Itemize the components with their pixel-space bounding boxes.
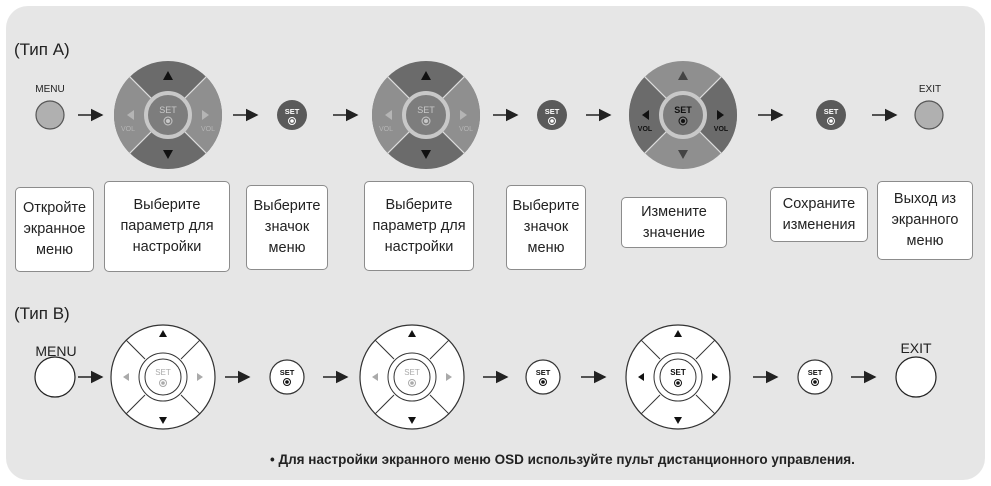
svg-text:SET: SET (155, 368, 171, 377)
dpad-outline-vol-active[interactable]: SET (625, 324, 731, 430)
vol-label: VOL (121, 126, 135, 133)
dpad-outline[interactable]: SET (110, 324, 216, 430)
svg-text:SET: SET (404, 368, 420, 377)
vol-label: VOL (714, 126, 729, 133)
step-open-menu: Откройте экранное меню (15, 187, 94, 272)
svg-text:SET: SET (545, 107, 560, 116)
svg-text:SET: SET (285, 107, 300, 116)
set-button[interactable]: SET (537, 100, 567, 130)
svg-text:SET: SET (670, 368, 686, 377)
vol-label: VOL (638, 126, 653, 133)
exit-button-b[interactable] (895, 356, 937, 398)
set-button[interactable]: SET (816, 100, 846, 130)
set-button-b[interactable]: SET (525, 359, 561, 395)
footnote: • Для настройки экранного меню OSD испол… (270, 452, 855, 467)
menu-button-label: MENU (35, 84, 65, 95)
type-a-label: (Тип A) (14, 40, 70, 59)
step-select-parameter: Выберите параметр для настройки (364, 181, 474, 271)
vol-label: VOL (379, 126, 393, 133)
svg-text:SET: SET (536, 368, 551, 377)
vol-label: VOL (459, 126, 473, 133)
vol-label: VOL (201, 126, 215, 133)
step-select-icon: Выберите значок меню (506, 185, 586, 270)
exit-button-label: EXIT (900, 340, 932, 356)
menu-button[interactable] (35, 100, 65, 130)
set-label: SET (159, 105, 177, 115)
menu-button-b[interactable] (34, 356, 76, 398)
set-button-b[interactable]: SET (269, 359, 305, 395)
exit-button[interactable] (914, 100, 944, 130)
step-select-parameter: Выберите параметр для настройки (104, 181, 230, 272)
dpad-vol-active[interactable]: VOL VOL SET (628, 61, 738, 169)
menu-button-label: MENU (35, 343, 77, 359)
step-select-icon: Выберите значок меню (246, 185, 328, 270)
svg-text:SET: SET (824, 107, 839, 116)
step-save-changes: Сохраните изменения (770, 187, 868, 242)
svg-text:SET: SET (808, 368, 823, 377)
type-b-label: (Тип B) (14, 304, 70, 323)
dpad-up-down[interactable]: VOL VOL SET (371, 61, 481, 169)
dpad-up-down[interactable]: VOL VOL SET (113, 61, 223, 169)
exit-button-label: EXIT (918, 84, 942, 95)
step-exit-menu: Выход из экранного меню (877, 181, 973, 260)
svg-text:SET: SET (280, 368, 295, 377)
step-change-value: Измените значение (621, 197, 727, 248)
set-label: SET (674, 105, 692, 115)
set-button-b[interactable]: SET (797, 359, 833, 395)
set-button[interactable]: SET (277, 100, 307, 130)
set-label: SET (417, 105, 435, 115)
dpad-outline[interactable]: SET (359, 324, 465, 430)
